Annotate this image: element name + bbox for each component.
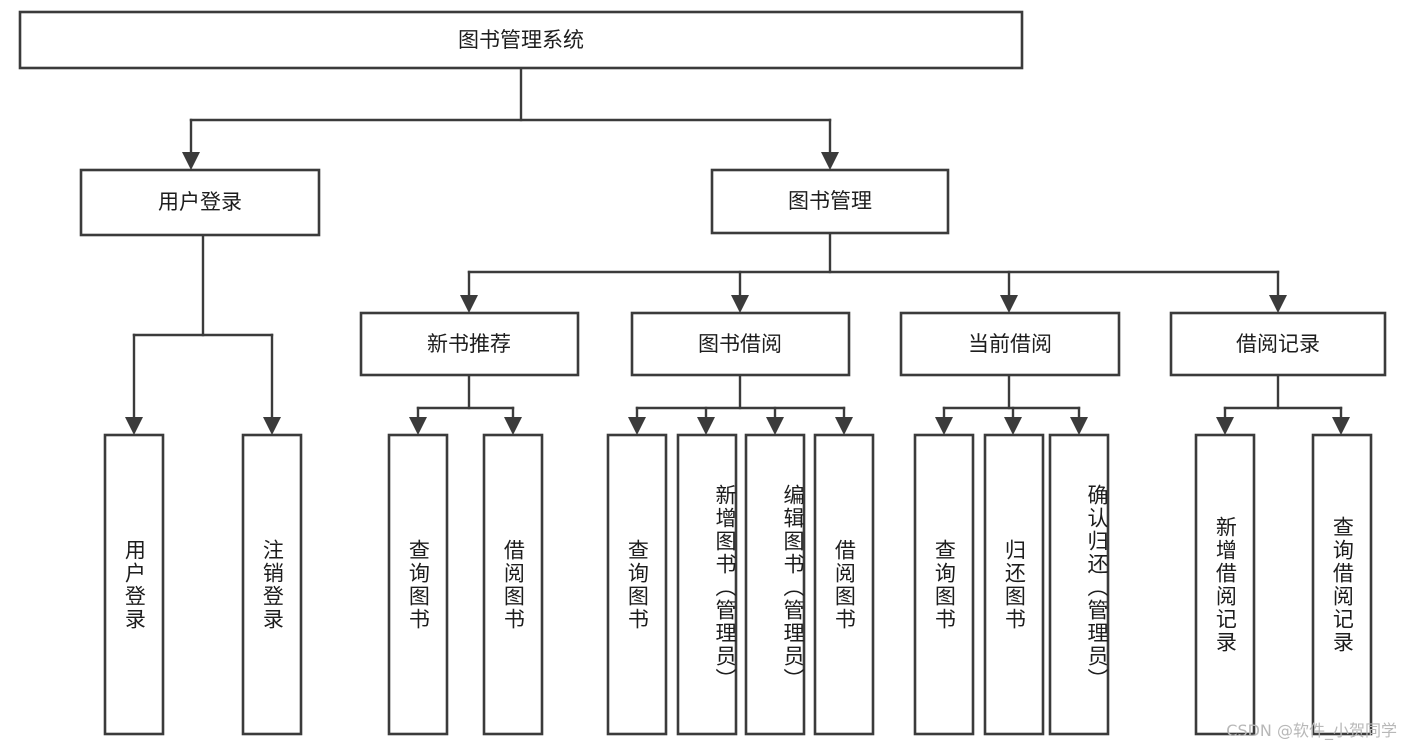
node-book-borrow[interactable]: 图书借阅 <box>630 311 851 377</box>
arrow-to-leaf-query-record <box>1332 417 1350 435</box>
leaf-box-query-record[interactable] <box>1311 433 1373 736</box>
leaf-box-borrow-book-1[interactable] <box>482 433 544 736</box>
node-root[interactable]: 图书管理系统 <box>18 10 1024 70</box>
node-root-label: 图书管理系统 <box>458 28 584 52</box>
arrow-to-leaf-return-book <box>1004 417 1022 435</box>
connector-group-book-borrow <box>628 373 853 435</box>
node-new-book-recommend-box[interactable] <box>359 311 580 377</box>
node-book-borrow-box[interactable] <box>630 311 851 377</box>
leaf-box-edit-book[interactable] <box>744 433 806 736</box>
leaf-box-user-login[interactable] <box>103 433 165 736</box>
arrow-to-leaf-user-logout <box>263 417 281 435</box>
arrow-to-leaf-add-record <box>1216 417 1234 435</box>
leaf-box-add-book[interactable] <box>676 433 738 736</box>
leaf-boxes <box>103 433 1373 736</box>
arrow-to-current-borrow <box>1000 295 1018 313</box>
arrow-to-leaf-borrow-book-2 <box>835 417 853 435</box>
arrow-to-leaf-edit-book <box>766 417 784 435</box>
arrow-to-leaf-query-book-2 <box>628 417 646 435</box>
node-borrow-records[interactable]: 借阅记录 <box>1169 311 1387 377</box>
node-book-borrow-label: 图书借阅 <box>698 332 782 356</box>
node-user-login-label: 用户登录 <box>158 190 242 214</box>
node-current-borrow[interactable]: 当前借阅 <box>899 311 1121 377</box>
connector-group-borrow-records <box>1216 373 1350 435</box>
connector-group-new-book-recommend <box>409 373 522 435</box>
arrow-to-book-management <box>821 152 839 170</box>
node-user-login[interactable]: 用户登录 <box>79 168 321 237</box>
leaf-box-borrow-book-2[interactable] <box>813 433 875 736</box>
arrow-to-new-book-recommend <box>460 295 478 313</box>
node-user-login-box[interactable] <box>79 168 321 237</box>
node-new-book-recommend[interactable]: 新书推荐 <box>359 311 580 377</box>
connector-group-user-login <box>125 233 281 435</box>
arrow-to-leaf-query-book-1 <box>409 417 427 435</box>
node-book-management-box[interactable] <box>710 168 950 235</box>
node-current-borrow-box[interactable] <box>899 311 1121 377</box>
leaf-box-return-book[interactable] <box>983 433 1045 736</box>
leaf-box-query-book-3[interactable] <box>913 433 975 736</box>
node-book-management[interactable]: 图书管理 <box>710 168 950 235</box>
leaf-box-user-logout[interactable] <box>241 433 303 736</box>
arrow-to-leaf-user-login <box>125 417 143 435</box>
connector-group-book-management <box>460 231 1287 313</box>
node-root-box[interactable] <box>18 10 1024 70</box>
node-current-borrow-label: 当前借阅 <box>968 332 1052 356</box>
leaf-box-query-book-1[interactable] <box>387 433 449 736</box>
arrow-to-user-login <box>182 152 200 170</box>
leaf-box-confirm-return[interactable] <box>1048 433 1110 736</box>
node-book-management-label: 图书管理 <box>788 189 872 213</box>
arrow-to-leaf-confirm-return <box>1070 417 1088 435</box>
arrow-to-book-borrow <box>731 295 749 313</box>
node-borrow-records-box[interactable] <box>1169 311 1387 377</box>
arrow-to-leaf-add-book <box>697 417 715 435</box>
connector-group-root <box>182 66 839 170</box>
arrow-to-leaf-borrow-book-1 <box>504 417 522 435</box>
connector-group-current-borrow <box>935 373 1088 435</box>
arrow-to-leaf-query-book-3 <box>935 417 953 435</box>
arrow-to-borrow-records <box>1269 295 1287 313</box>
leaf-box-query-book-2[interactable] <box>606 433 668 736</box>
node-new-book-recommend-label: 新书推荐 <box>427 332 511 356</box>
node-borrow-records-label: 借阅记录 <box>1236 332 1320 356</box>
watermark-text: CSDN @软件_小贺同学 <box>1226 721 1397 740</box>
leaf-box-add-record[interactable] <box>1194 433 1256 736</box>
